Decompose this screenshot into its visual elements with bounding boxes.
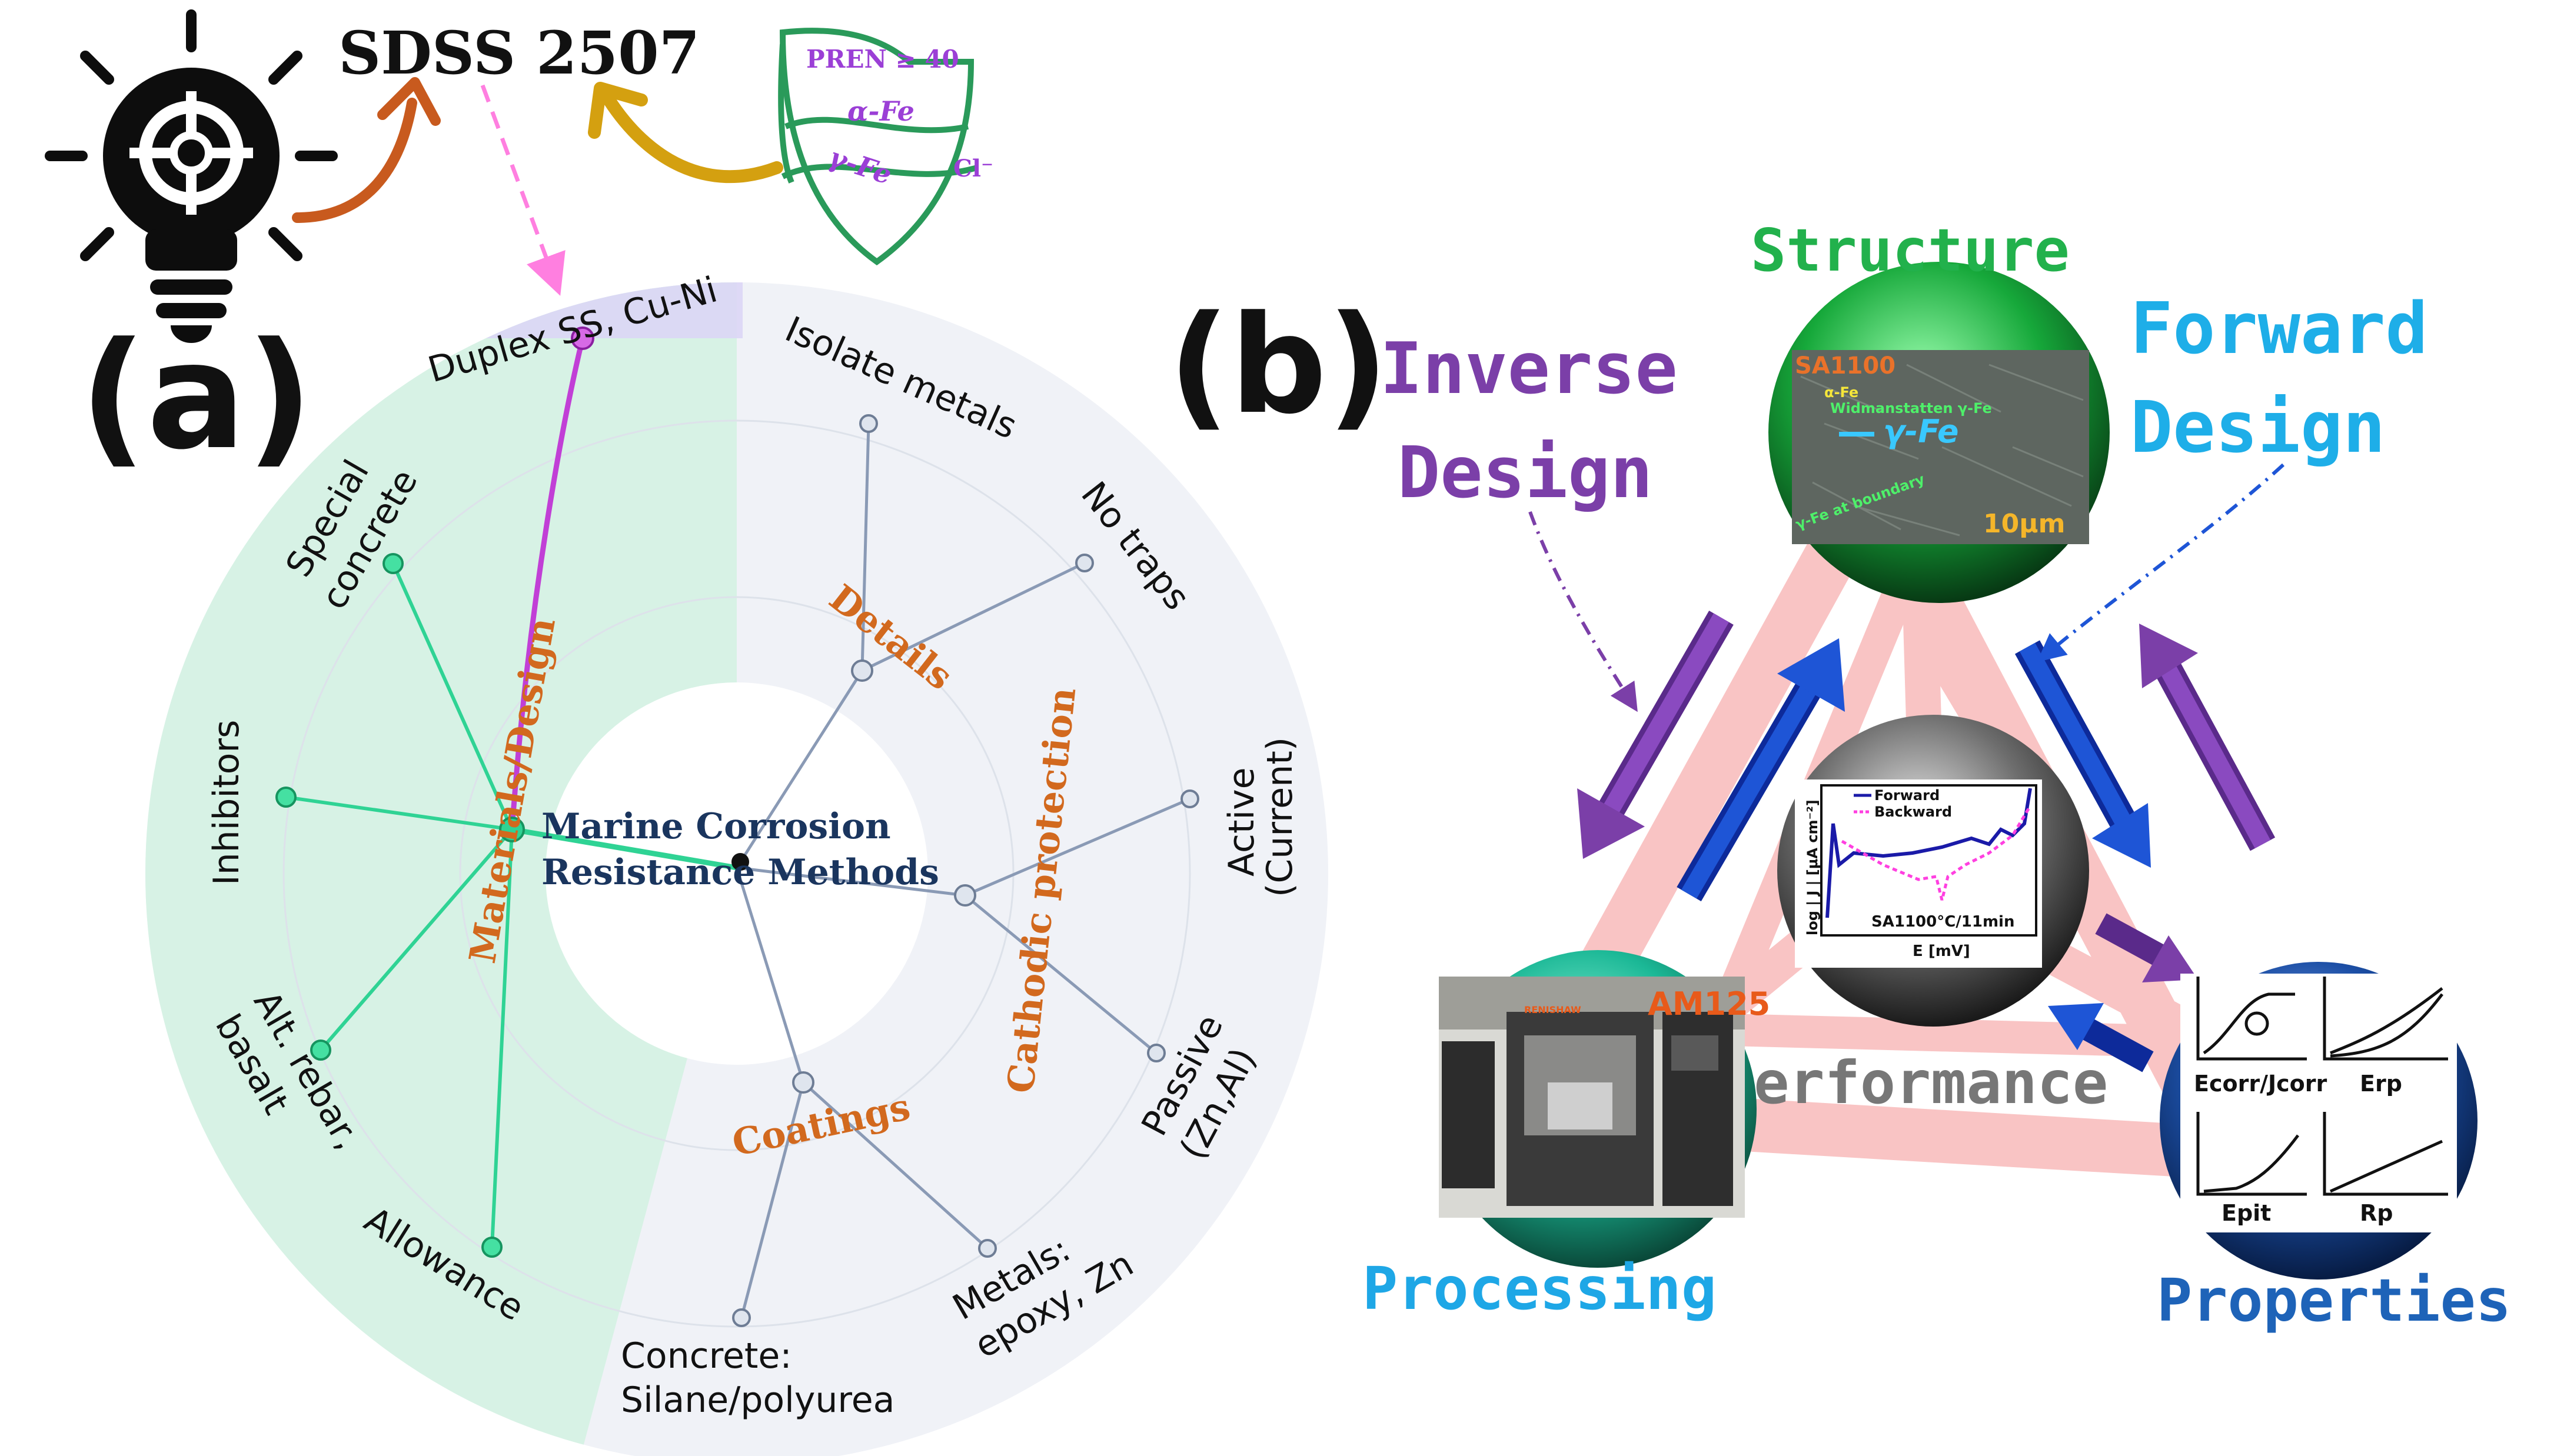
node-rebar[interactable]	[310, 1039, 331, 1061]
badge-cl: Cl⁻	[953, 155, 993, 182]
inverse-pointer-arrow	[1528, 511, 1638, 712]
node-notraps[interactable]	[1075, 554, 1094, 572]
plot-condition: SA1100°C/11min	[1871, 913, 2014, 931]
link-center-materials	[509, 827, 740, 871]
structure-label: Structure	[1751, 216, 2070, 285]
inverse-arrow-bottom	[2095, 913, 2198, 982]
center-title-line1: Marine Corrosion	[541, 806, 891, 847]
link-cathodic-passive	[963, 894, 1158, 1055]
micrograph-widman: Widmanstatten γ-Fe	[1830, 400, 1992, 417]
badge-alpha: α-Fe	[847, 95, 914, 127]
leaf-concrete-1: Concrete:	[621, 1335, 792, 1377]
node-details[interactable]	[851, 659, 873, 682]
inverse-design-line1: Inverse	[1380, 328, 1678, 410]
node-allowance[interactable]	[481, 1237, 503, 1258]
plot-ylabel: log | J | [μA cm⁻²]	[1804, 799, 1821, 935]
miniplot-ecorr: Ecorr/Jcorr	[2194, 1071, 2327, 1097]
link-center-details	[735, 669, 864, 869]
leaf-active-1: Active	[1221, 767, 1262, 877]
micrograph-gamma: γ-Fe	[1883, 413, 1959, 450]
node-cathodic[interactable]	[954, 884, 976, 907]
link-materials-rebar	[319, 828, 514, 1052]
miniplot-rp: Rp	[2360, 1200, 2393, 1226]
pren-shield-badge: PREN ≥ 40 α-Fe γ-Fe Cl⁻	[778, 28, 993, 266]
link-materials-special	[391, 562, 514, 831]
properties-label: Properties	[2157, 1266, 2511, 1335]
node-special-concrete[interactable]	[383, 553, 404, 574]
legend-backward: Backward	[1874, 804, 1952, 820]
panel-a: Marine Corrosion Resistance Methods Mate…	[45, 9, 1328, 1456]
lightbulb-target-icon	[45, 9, 338, 343]
inverse-arrow-right	[2139, 624, 2276, 851]
badge-to-sdss-arrow	[603, 94, 783, 184]
inverse-design-line2: Design	[1398, 432, 1652, 514]
machine-image: AM125 RENISHAW	[1439, 977, 1770, 1218]
sdss-to-duplex-dashed-arrow	[480, 84, 566, 296]
node-concrete[interactable]	[732, 1308, 751, 1327]
processing-label: Processing	[1362, 1254, 1717, 1323]
center-hole	[546, 682, 928, 1065]
link-details-notraps	[860, 561, 1086, 672]
link-center-cathodic	[735, 866, 967, 897]
link-coatings-concrete	[740, 1081, 805, 1320]
node-metals[interactable]	[978, 1239, 997, 1258]
plot-xlabel: E [mV]	[1913, 942, 1970, 960]
node-passive[interactable]	[1147, 1044, 1166, 1062]
forward-pointer-arrow	[2037, 463, 2285, 662]
badge-arrow-head	[588, 82, 648, 139]
miniplot-epit: Epit	[2222, 1200, 2271, 1226]
polarization-plot: Forward Backward SA1100°C/11min log | J …	[1795, 779, 2042, 968]
bulb-arrow-head	[377, 77, 441, 126]
panel-b: SA1100 α-Fe Widmanstatten γ-Fe γ-Fe γ-Fe…	[1168, 216, 2511, 1335]
forward-design-line2: Design	[2130, 387, 2385, 469]
node-active[interactable]	[1180, 789, 1199, 808]
link-materials-inhibitors	[284, 795, 514, 831]
forward-arrow-bottom	[2048, 1003, 2154, 1072]
machine-brand: RENISHAW	[1524, 1004, 1581, 1015]
leaf-concrete-2: Silane/polyurea	[621, 1380, 894, 1421]
inverse-arrow-left	[1577, 611, 1734, 859]
micrograph-sample: SA1100	[1795, 352, 1895, 379]
badge-pren: PREN ≥ 40	[806, 45, 959, 74]
link-coatings-metals	[802, 1081, 989, 1250]
ring-outer	[282, 419, 1191, 1328]
miniplot-erp: Erp	[2360, 1071, 2402, 1097]
bulb-to-sdss-arrow	[292, 98, 417, 223]
node-duplex[interactable]	[571, 326, 594, 350]
forward-arrow-right	[2014, 640, 2151, 868]
leaf-inhibitors: Inhibitors	[206, 720, 247, 885]
link-materials-duplex[interactable]	[509, 335, 586, 832]
leaf-active-2: (Current)	[1259, 737, 1301, 897]
link-center-coatings	[735, 866, 805, 1084]
micrograph-scale: 10μm	[1983, 509, 2065, 539]
legend-forward: Forward	[1874, 787, 1940, 804]
link-cathodic-active	[963, 797, 1192, 897]
node-materials[interactable]	[499, 817, 525, 842]
link-details-isolate	[860, 422, 870, 672]
performance-label: Performance	[1718, 1048, 2108, 1117]
property-miniplots: Ecorr/Jcorr Erp Epit Rp	[2180, 974, 2457, 1232]
forward-arrow-left	[1677, 638, 1845, 902]
node-coatings[interactable]	[792, 1071, 814, 1094]
sdss-label: SDSS 2507	[338, 18, 700, 88]
node-center[interactable]	[731, 853, 749, 871]
node-inhibitors[interactable]	[275, 787, 297, 808]
machine-model: AM125	[1648, 985, 1770, 1022]
node-isolate[interactable]	[859, 414, 878, 433]
micrograph-alpha: α-Fe	[1824, 384, 1858, 401]
panel-b-label: (b)	[1168, 287, 1389, 444]
link-materials-allowance	[490, 828, 514, 1249]
center-title-line2: Resistance Methods	[541, 852, 939, 893]
forward-design-line1: Forward	[2130, 288, 2428, 370]
micrograph-image: SA1100 α-Fe Widmanstatten γ-Fe γ-Fe γ-Fe…	[1792, 350, 2089, 544]
